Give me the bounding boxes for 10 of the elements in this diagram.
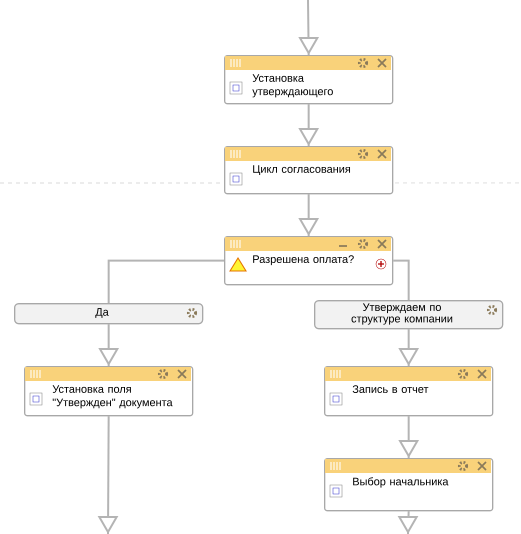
activity-box: Установка утверждающего — [224, 55, 394, 104]
activity-box: Выбор начальника — [324, 458, 494, 512]
branch-bar: Утверждаем по структуре компании — [314, 300, 504, 330]
activity-box: Запись в отчет — [324, 366, 494, 416]
activity-box: Установка поля "Утвержден" документа — [24, 366, 194, 416]
connector — [108, 260, 224, 303]
activity-box: Цикл согласования — [224, 146, 394, 194]
branch-bar: Да — [14, 303, 204, 324]
activity-box: Разрешена оплата? — [224, 236, 394, 286]
connector — [393, 260, 410, 300]
